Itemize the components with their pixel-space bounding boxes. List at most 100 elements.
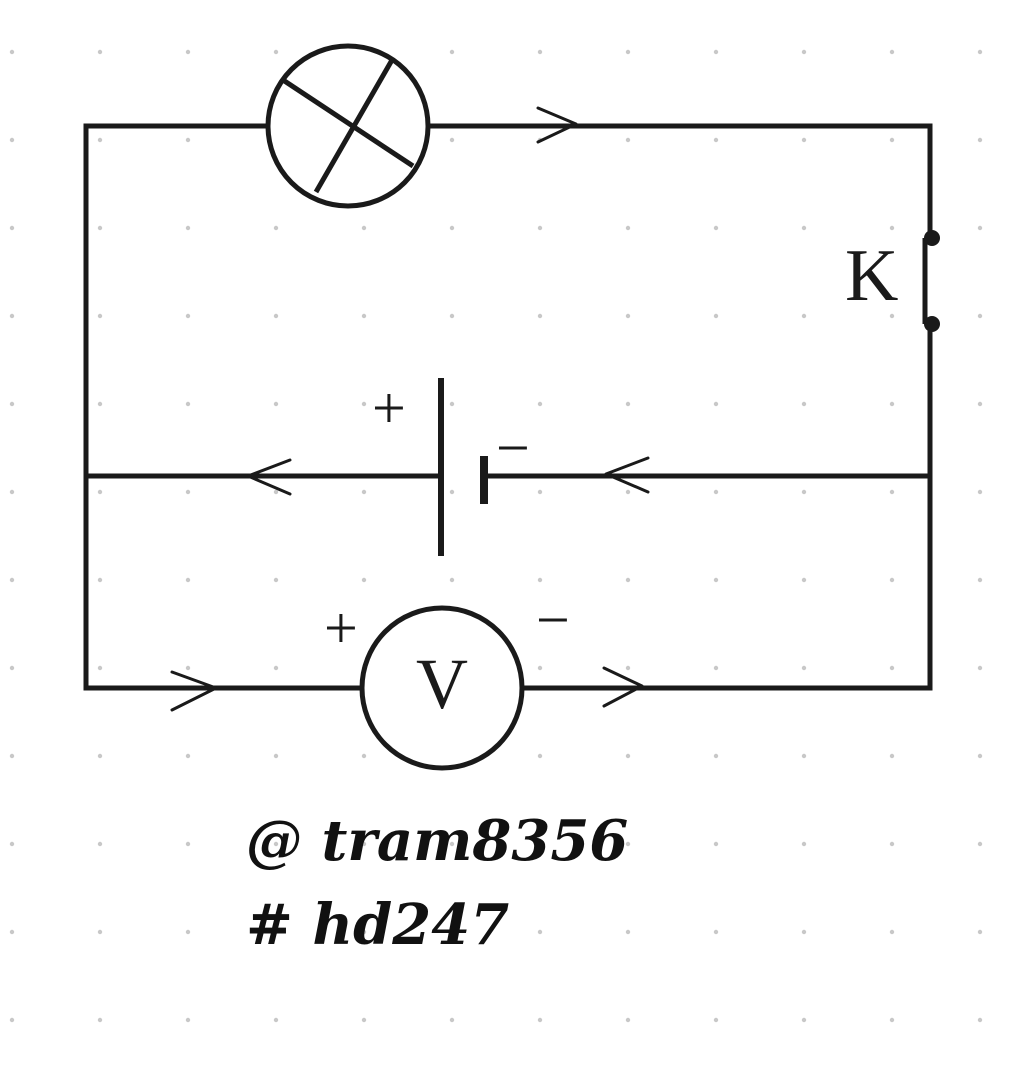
switch-label: K xyxy=(845,235,898,317)
grid-dot xyxy=(625,753,631,759)
grid-dot xyxy=(889,313,895,319)
grid-dot xyxy=(449,929,455,935)
grid-dot xyxy=(977,137,983,143)
grid-dot xyxy=(713,577,719,583)
grid-dot xyxy=(449,49,455,55)
grid-dot xyxy=(185,225,191,231)
arrow-right-icon xyxy=(602,666,644,708)
grid-dot xyxy=(97,753,103,759)
arrow-right-icon xyxy=(170,670,218,712)
grid-dot xyxy=(713,401,719,407)
grid-dot xyxy=(9,665,15,671)
grid-dot xyxy=(537,313,543,319)
grid-dot xyxy=(9,929,15,935)
grid-dot xyxy=(361,841,367,847)
grid-dot xyxy=(273,753,279,759)
grid-dot xyxy=(537,577,543,583)
voltmeter-plus-label: + xyxy=(324,595,358,661)
grid-dot xyxy=(889,929,895,935)
grid-dot xyxy=(625,577,631,583)
grid-dot xyxy=(97,929,103,935)
grid-dot xyxy=(449,489,455,495)
grid-dot xyxy=(273,841,279,847)
lamp-icon xyxy=(265,43,431,209)
signature-line-1: @ tram8356 xyxy=(246,808,628,874)
grid-dot xyxy=(889,401,895,407)
grid-dot xyxy=(713,841,719,847)
wires xyxy=(83,123,933,691)
battery-minus-label: − xyxy=(496,415,530,481)
grid-dot xyxy=(9,841,15,847)
grid-dot xyxy=(977,753,983,759)
grid-dot xyxy=(625,929,631,935)
grid-dot xyxy=(361,577,367,583)
grid-dot xyxy=(977,1017,983,1023)
grid-dot xyxy=(889,225,895,231)
grid-dot xyxy=(537,665,543,671)
grid-dot xyxy=(977,49,983,55)
grid-dot xyxy=(97,1017,103,1023)
grid-dot xyxy=(801,753,807,759)
grid-dot xyxy=(889,489,895,495)
grid-dot xyxy=(361,1017,367,1023)
grid-dot xyxy=(537,753,543,759)
grid-dot xyxy=(97,665,103,671)
grid-dot xyxy=(889,137,895,143)
grid-dot xyxy=(361,929,367,935)
grid-dot xyxy=(273,225,279,231)
grid-dot xyxy=(449,313,455,319)
grid-dot xyxy=(889,665,895,671)
grid-dot xyxy=(801,489,807,495)
grid-dot xyxy=(273,665,279,671)
grid-dot xyxy=(625,49,631,55)
grid-dot xyxy=(273,929,279,935)
grid-dot xyxy=(625,225,631,231)
grid-dot xyxy=(273,313,279,319)
voltmeter-icon xyxy=(359,605,525,771)
grid-dot xyxy=(97,313,103,319)
grid-dot xyxy=(449,841,455,847)
grid-dot xyxy=(185,49,191,55)
grid-dot xyxy=(889,753,895,759)
grid-dot xyxy=(801,401,807,407)
grid-dot xyxy=(713,1017,719,1023)
grid-dot xyxy=(537,841,543,847)
grid-dot xyxy=(889,1017,895,1023)
grid-dot xyxy=(713,753,719,759)
grid-dot xyxy=(801,1017,807,1023)
grid-dot xyxy=(185,929,191,935)
grid-dot xyxy=(185,137,191,143)
grid-dot xyxy=(361,489,367,495)
grid-dot xyxy=(9,225,15,231)
grid-dot xyxy=(977,577,983,583)
grid-dot xyxy=(977,665,983,671)
grid-dot xyxy=(713,665,719,671)
grid-dot xyxy=(537,49,543,55)
grid-dot xyxy=(185,841,191,847)
grid-dot xyxy=(801,929,807,935)
grid-dot xyxy=(185,489,191,495)
grid-dot xyxy=(537,489,543,495)
grid-dot xyxy=(889,577,895,583)
grid-dot xyxy=(449,225,455,231)
grid-dot xyxy=(449,137,455,143)
switch-icon xyxy=(922,230,940,332)
grid-dot xyxy=(97,137,103,143)
arrow-left-icon xyxy=(604,456,650,494)
arrow-left-icon xyxy=(246,458,292,496)
grid-dot xyxy=(977,489,983,495)
grid-dot xyxy=(9,137,15,143)
grid-dot xyxy=(625,313,631,319)
grid-dot xyxy=(625,401,631,407)
grid-dot xyxy=(713,313,719,319)
grid-dot xyxy=(9,489,15,495)
grid-dot xyxy=(273,489,279,495)
grid-dot xyxy=(449,577,455,583)
grid-dot xyxy=(97,489,103,495)
grid-dot xyxy=(713,49,719,55)
grid-dot xyxy=(977,841,983,847)
grid-dot xyxy=(977,225,983,231)
grid-dot xyxy=(537,225,543,231)
grid-dot xyxy=(185,313,191,319)
grid-dot xyxy=(713,225,719,231)
